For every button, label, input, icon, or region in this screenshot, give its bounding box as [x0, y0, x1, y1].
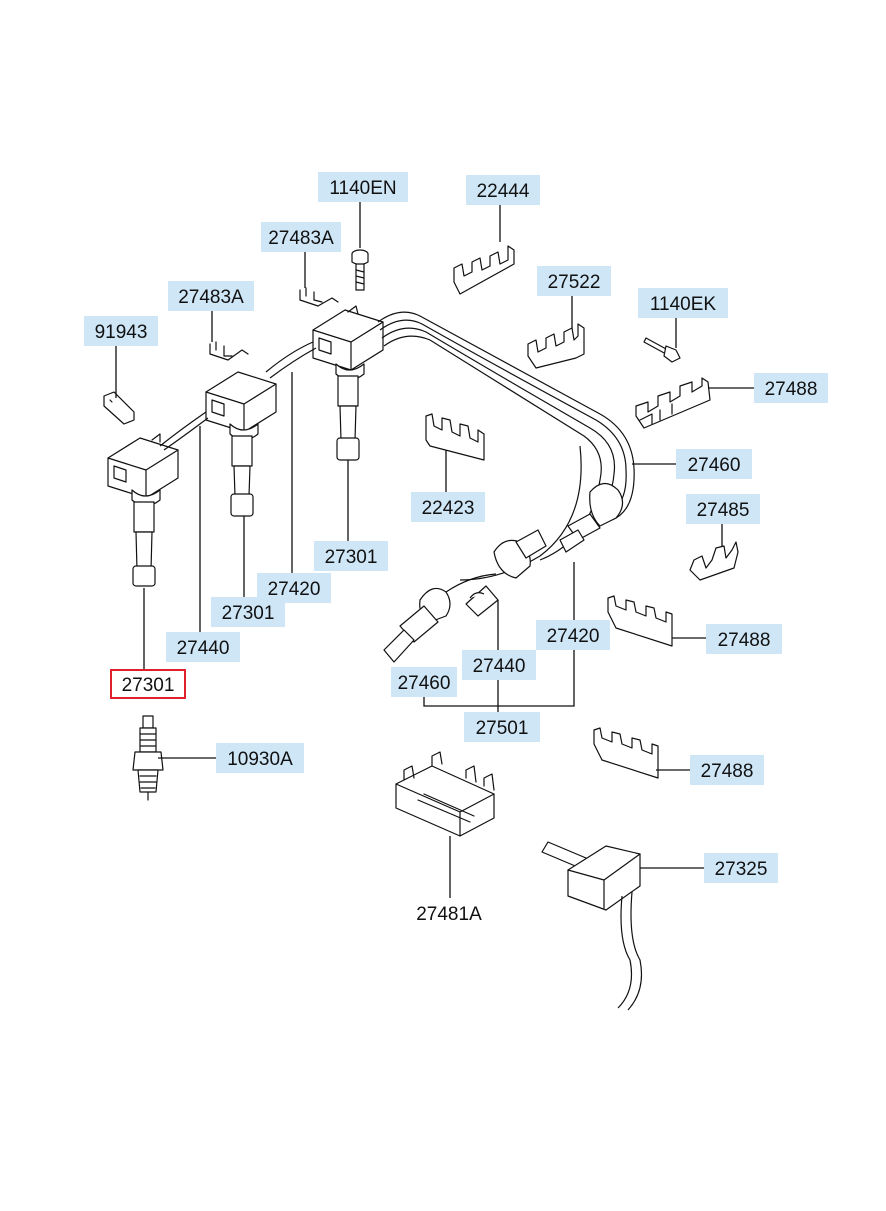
callout-27488-top[interactable]: 27488 [754, 373, 828, 403]
clip-27483a-upper [299, 287, 339, 307]
ignition-coil-1 [107, 433, 179, 587]
callout-27440-left[interactable]: 27440 [166, 632, 240, 662]
callout-1140EN[interactable]: 1140EN [318, 172, 408, 202]
callout-label: 22444 [477, 181, 530, 202]
callout-27488-mid[interactable]: 27488 [706, 624, 782, 654]
bracket-91943 [103, 391, 135, 425]
callout-27522[interactable]: 27522 [537, 266, 611, 296]
callout-label: 27488 [765, 379, 818, 400]
callout-label: 27485 [697, 500, 750, 521]
callout-27483A-upper[interactable]: 27483A [261, 222, 341, 252]
callout-27460-upper[interactable]: 27460 [676, 449, 752, 479]
callout-label: 91943 [95, 322, 148, 343]
callout-label: 27440 [473, 656, 526, 677]
callout-27301-coil3[interactable]: 27301 [314, 541, 388, 571]
leader-lines [115, 202, 754, 898]
callout-22444[interactable]: 22444 [466, 175, 540, 205]
callout-label: 27488 [701, 761, 754, 782]
holder-27485 [689, 541, 739, 581]
holder-27488-bottom [593, 727, 659, 779]
callout-label: 22423 [422, 498, 475, 519]
callout-label: 27301 [325, 547, 378, 568]
holder-block-27481a [395, 751, 495, 837]
callout-label: 27522 [548, 272, 601, 293]
sensor-27325 [541, 841, 643, 1011]
callout-1140EK[interactable]: 1140EK [638, 288, 728, 318]
holder-27488-mid [607, 595, 673, 647]
bolt-1140en [351, 249, 369, 291]
callout-label: 27420 [268, 579, 321, 600]
spark-plug-wire-harness [377, 311, 635, 663]
coil-wiring [159, 341, 317, 451]
callout-label: 27488 [718, 630, 771, 651]
ignition-coil-2 [205, 371, 277, 517]
bolt-1140ek [643, 337, 681, 363]
spark-plug [132, 715, 164, 801]
clip-27483a-lower [209, 341, 249, 361]
callout-label: 1140EK [650, 294, 717, 315]
callout-27481A[interactable]: 27481A [416, 904, 482, 925]
callout-label: 27460 [688, 455, 741, 476]
callout-label: 10930A [227, 749, 293, 770]
callout-label: 27420 [547, 626, 600, 647]
callout-27420-right[interactable]: 27420 [536, 620, 610, 650]
callout-27488-bottom[interactable]: 27488 [690, 755, 764, 785]
callout-27325[interactable]: 27325 [704, 853, 778, 883]
callout-27460-lower[interactable]: 27460 [391, 667, 457, 697]
callout-label: 27481A [416, 904, 482, 925]
callout-label: 27483A [268, 228, 334, 249]
holder-27488-top [635, 377, 711, 429]
callout-27440-right[interactable]: 27440 [462, 650, 536, 680]
callout-27301-coil2[interactable]: 27301 [211, 597, 285, 627]
callout-label: 27325 [715, 859, 768, 880]
callout-27501[interactable]: 27501 [464, 712, 540, 742]
callout-label: 27440 [177, 638, 230, 659]
callout-27483A-lower[interactable]: 27483A [168, 281, 254, 311]
callout-10930A[interactable]: 10930A [216, 743, 304, 773]
callout-27301-selected[interactable]: 27301 [110, 669, 186, 699]
callout-label: 27301 [122, 675, 175, 696]
holder-22444 [453, 245, 515, 295]
callout-91943[interactable]: 91943 [84, 316, 158, 346]
callout-27485[interactable]: 27485 [686, 494, 760, 524]
callout-label: 27483A [178, 287, 244, 308]
holder-22423 [425, 413, 485, 461]
callout-label: 27501 [476, 718, 529, 739]
callout-label: 27460 [398, 673, 451, 694]
ignition-coil-3 [312, 305, 384, 461]
callout-label: 1140EN [329, 178, 396, 199]
callout-22423[interactable]: 22423 [411, 492, 485, 522]
holder-27522 [527, 323, 585, 369]
callout-label: 27301 [222, 603, 275, 624]
